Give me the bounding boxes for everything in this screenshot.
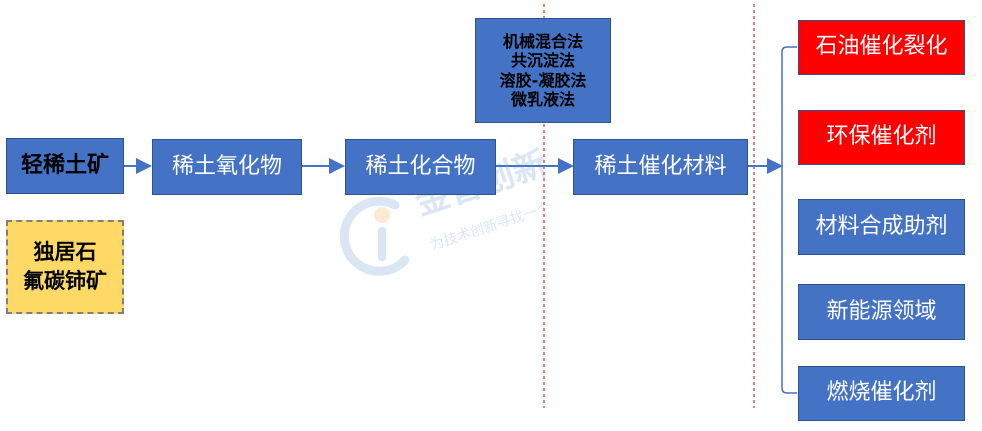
app-environmental-catalyst: 环保催化剂 [798, 110, 965, 165]
app-new-energy-field: 新能源领域 [798, 284, 965, 340]
app-combustion-catalyst: 燃烧催化剂 [798, 366, 965, 421]
app-environmental-catalyst-label: 环保催化剂 [826, 124, 937, 150]
app-material-synthesis-aid-label: 材料合成助剂 [815, 213, 948, 239]
node-light-rare-earth-ore-label: 轻稀土矿 [20, 152, 109, 178]
node-ore-types: 独居石 氟碳铈矿 [6, 220, 124, 314]
node-rare-earth-compound: 稀土化合物 [345, 139, 496, 195]
watermark-logo-icon [339, 196, 410, 276]
node-rare-earth-oxide-label: 稀土氧化物 [171, 153, 282, 179]
node-light-rare-earth-ore: 轻稀土矿 [6, 138, 124, 194]
app-petroleum-catalytic-cracking-label: 石油催化裂化 [815, 34, 948, 60]
node-rare-earth-catalyst-label: 稀土催化材料 [594, 153, 727, 179]
node-rare-earth-compound-label: 稀土化合物 [365, 153, 476, 179]
node-ore-types-label: 独居石 氟碳铈矿 [23, 239, 107, 293]
app-petroleum-catalytic-cracking: 石油催化裂化 [798, 20, 965, 75]
app-new-energy-field-label: 新能源领域 [826, 298, 937, 324]
node-preparation-methods-label: 机械混合法 共沉淀法 溶胶-凝胶法 微乳液法 [499, 32, 587, 109]
node-preparation-methods: 机械混合法 共沉淀法 溶胶-凝胶法 微乳液法 [475, 18, 611, 123]
applications-bracket [781, 46, 797, 394]
app-combustion-catalyst-label: 燃烧催化剂 [826, 380, 937, 406]
node-rare-earth-catalyst: 稀土催化材料 [573, 139, 748, 195]
app-material-synthesis-aid: 材料合成助剂 [798, 199, 965, 255]
node-rare-earth-oxide: 稀土氧化物 [152, 139, 302, 195]
